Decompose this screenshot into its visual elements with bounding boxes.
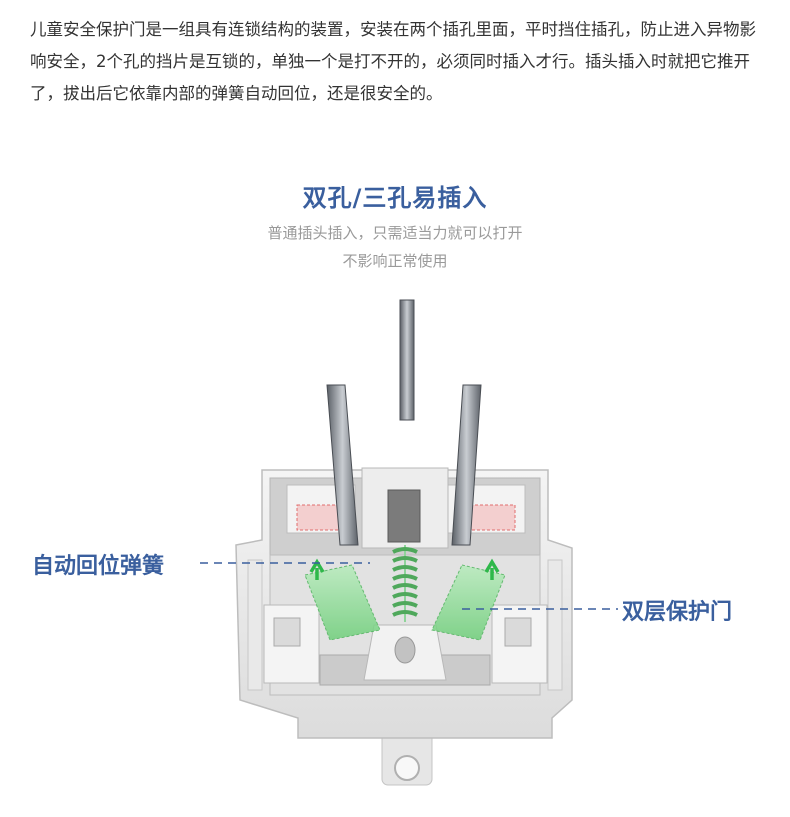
plug-prongs — [326, 299, 482, 546]
protective-doors — [304, 558, 506, 641]
ground-prong — [399, 299, 415, 421]
inner-chamber — [263, 604, 548, 686]
feature-subtitle-line1: 普通插头插入，只需适当力就可以打开 — [267, 224, 523, 242]
left-prong — [326, 384, 359, 546]
right-protective-door — [431, 564, 506, 641]
right-up-arrow-icon — [484, 558, 500, 580]
spring-callout-label: 自动回位弹簧 — [32, 554, 165, 579]
return-spring — [392, 545, 418, 622]
right-prong — [451, 384, 482, 546]
intro-paragraph: 儿童安全保护门是一组具有连锁结构的装置，安装在两个插孔里面，平时挡住插孔，防止进… — [30, 20, 756, 103]
door-callout-label: 双层保护门 — [622, 600, 733, 625]
left-protective-door — [304, 564, 381, 641]
feature-heading: 双孔/三孔易插入 — [302, 184, 488, 212]
left-up-arrow-icon — [309, 558, 325, 580]
feature-subtitle-line2: 不影响正常使用 — [342, 252, 448, 270]
top-shutters — [286, 467, 526, 549]
callout-lines — [200, 562, 618, 610]
